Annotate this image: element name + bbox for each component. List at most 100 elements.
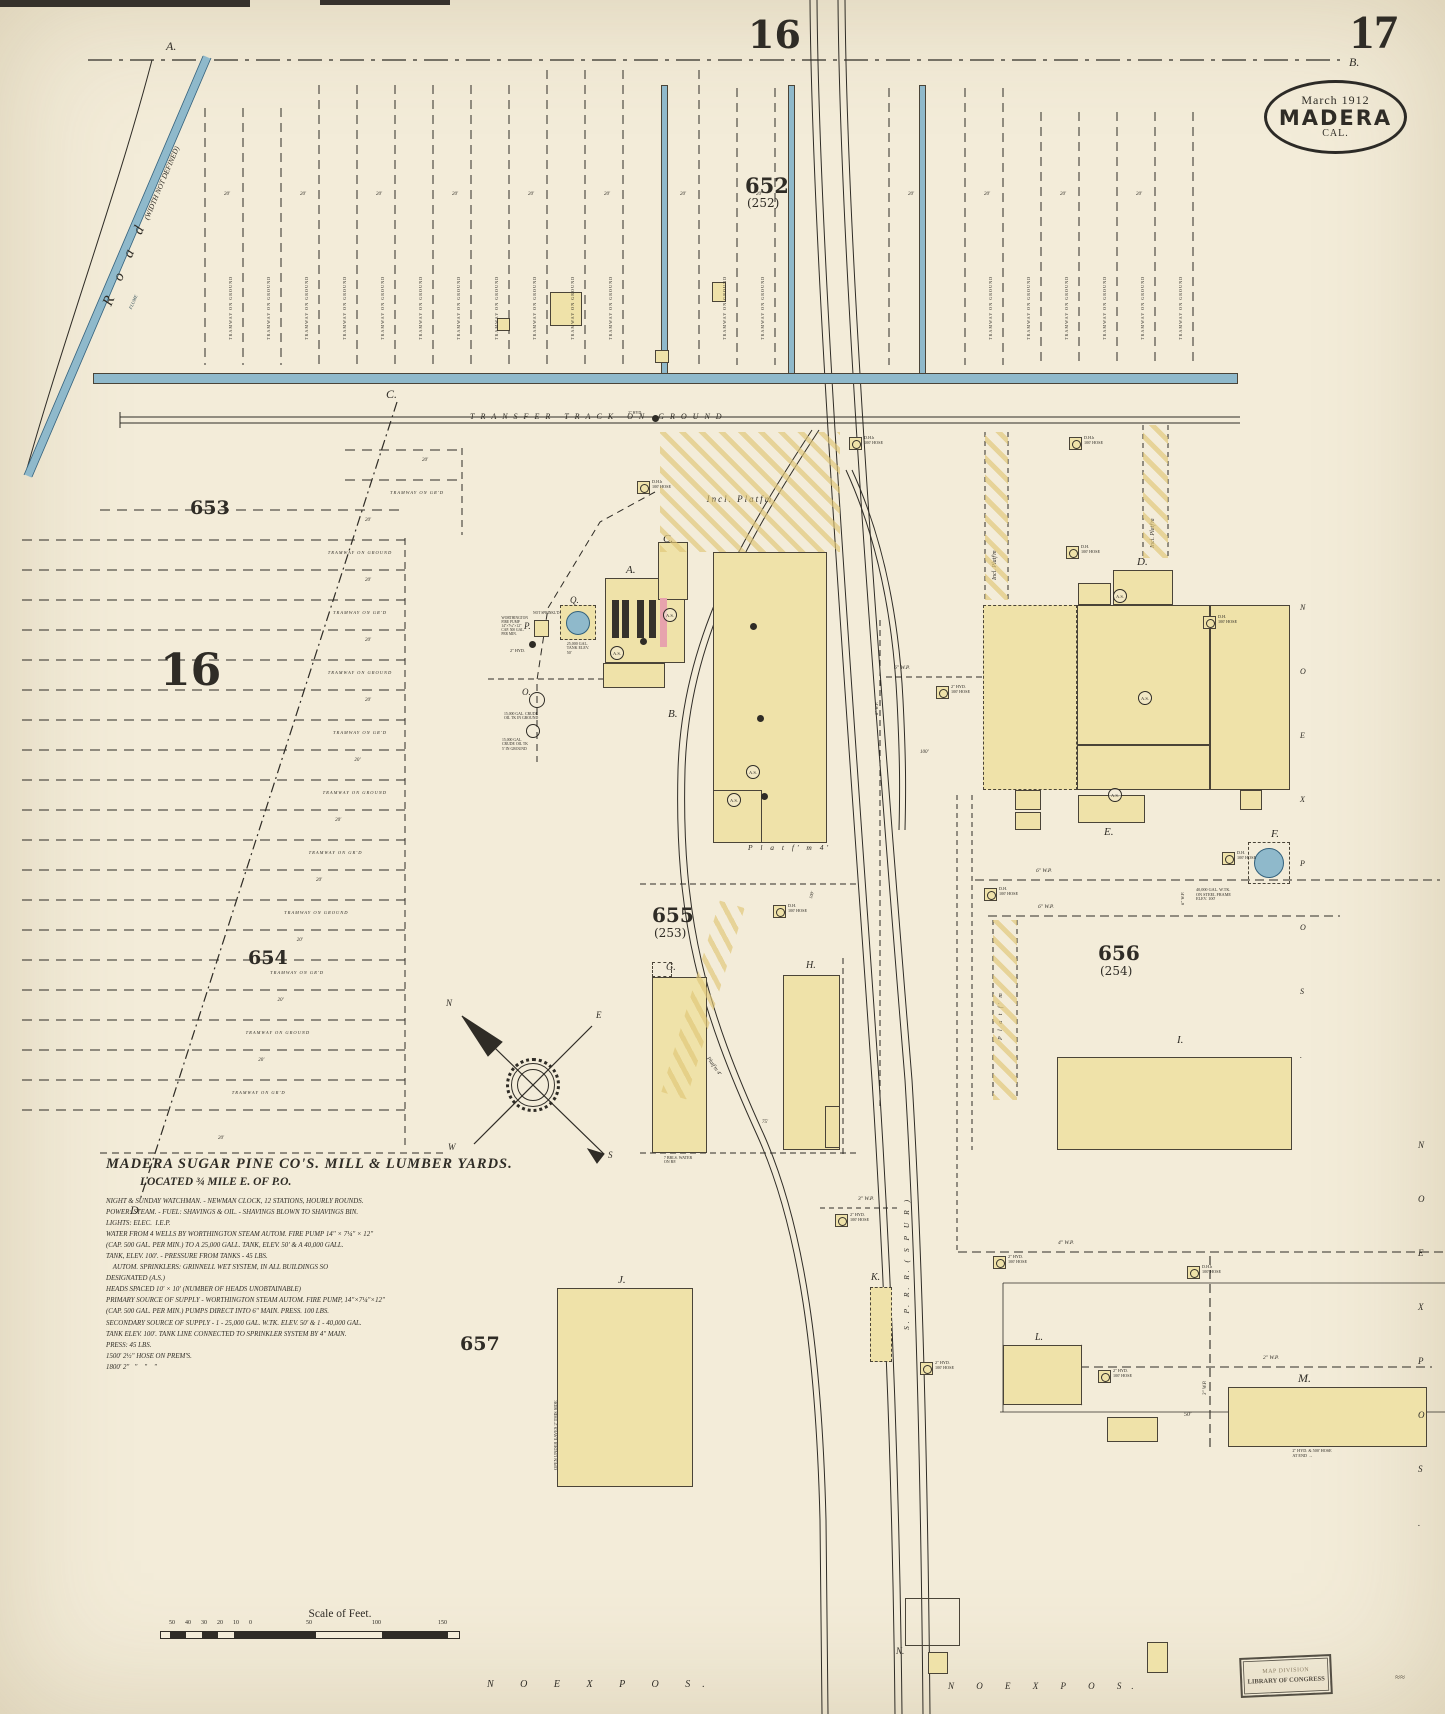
wp2-label: 2" W.P.	[1263, 1355, 1279, 1361]
hydrant-dot	[652, 415, 659, 422]
lumber-warehouse-i	[1057, 1057, 1292, 1150]
tramway-strip-label: TRAMWAY ON GROUND	[722, 275, 727, 340]
scale-sub-label: 0	[249, 1620, 252, 1626]
scan-edge-top-1	[0, 0, 250, 7]
oil-tank-1	[529, 692, 545, 708]
left-row-tick: 20'	[335, 818, 342, 823]
scale-segment	[234, 1632, 250, 1638]
left-row-label: TRAMWAY ON GR'D	[308, 850, 363, 855]
tank-f-platform	[1248, 842, 1290, 884]
left-row-label: TRAMWAY ON GROUND	[327, 550, 393, 555]
mach-window-4	[649, 600, 656, 638]
compass-n: N	[446, 998, 453, 1008]
left-row-label: TRAMWAY ON GR'D	[270, 970, 325, 975]
road-width-note: (WIDTH NOT DEFINED)	[142, 144, 182, 222]
top-strip-tick: 20'	[452, 192, 459, 197]
top-sheet-ref: 16	[748, 12, 801, 57]
lumber-shed-j	[557, 1288, 693, 1487]
compass-w: W	[448, 1142, 456, 1152]
shavings-bin	[603, 663, 665, 688]
notes-line: WATER FROM 4 WELLS BY WORTHINGTON STEAM …	[106, 1231, 374, 1239]
scale-segment	[202, 1632, 218, 1638]
corner-a: A.	[166, 39, 177, 53]
notes-line: TANK, ELEV. 100'. - PRESSURE FROM TANKS …	[106, 1253, 268, 1261]
platform-4-label: P l a t f' m 4'	[748, 843, 832, 852]
compass-tail	[586, 1148, 605, 1164]
sheet-number: 17	[1350, 6, 1398, 59]
hydrant-circle	[923, 1365, 932, 1374]
m-letter: M.	[1298, 1371, 1311, 1385]
notes-line: HEADS SPACED 10' × 10' (NUMBER OF HEADS …	[106, 1286, 301, 1294]
hydrant-circle	[640, 484, 649, 493]
hydrant-label: 2" HYD. 100' HOSE	[951, 684, 971, 694]
scale-segment	[218, 1632, 234, 1638]
hydrant-circle	[987, 891, 996, 900]
kiln-d-letter: D.	[1137, 556, 1148, 568]
hydrant-label: 2" HYD. 100' HOSE	[1008, 1254, 1028, 1264]
block-653: 653	[190, 497, 230, 519]
mach-window-3	[637, 600, 644, 638]
edge-letter: N	[1300, 603, 1306, 612]
hydrant-icon	[1187, 1266, 1200, 1279]
hay-barn	[1228, 1387, 1427, 1447]
sprinkler-as-marker: A.S.	[1113, 589, 1127, 603]
scale-segment	[250, 1632, 316, 1638]
hydrant-circle	[1101, 1373, 1110, 1382]
library-stamp: MAP DIVISION LIBRARY OF CONGRESS	[1239, 1654, 1333, 1698]
left-row-tick: 20'	[296, 938, 303, 943]
top-shed-3	[712, 282, 726, 302]
edge-letter: O	[1300, 923, 1306, 932]
wp4-label: 4" W.P.	[1058, 1240, 1074, 1246]
left-row-tick: 20'	[258, 1058, 265, 1063]
sprinkler-as-marker: A.S.	[663, 608, 677, 622]
transfer-track-label: TRANSFER TRACK ON GROUND	[470, 412, 728, 421]
road-label: R o a d	[100, 217, 151, 309]
top-strip-tick: 20'	[984, 192, 991, 197]
shed-n-3	[1147, 1642, 1168, 1673]
fan-room-d	[1078, 583, 1111, 605]
block-652-sub: (252)	[747, 196, 780, 210]
sprinkler-as-marker: A.S.	[610, 646, 624, 660]
hydrant-circle	[1225, 855, 1234, 864]
hydrant-icon	[773, 905, 786, 918]
scale-sub-label: 30	[201, 1620, 207, 1626]
wp3-vert-label: 3" W.P.	[1203, 1380, 1208, 1395]
notes-line: (CAP. 500 GAL. PER MIN.) TO A 25,000 GAL…	[106, 1242, 344, 1250]
tank-q-note: 25,000 GAL. TANK ELEV. 50'	[566, 641, 590, 655]
hydrant-label: 2" HYD. 100' HOSE	[850, 1212, 870, 1222]
notes-subtitle: LOCATED ¾ MILE E. OF P.O.	[140, 1176, 292, 1188]
publisher-oval-stamp: March 1912 MADERA CAL.	[1264, 80, 1407, 154]
compass-ring-teeth	[506, 1058, 560, 1112]
tramway-strip-label: TRAMWAY ON GROUND	[266, 275, 271, 340]
tank-f-note: 40,000 GAL. W.TK. ON STEEL FRAME ELEV. 1…	[1196, 887, 1231, 902]
notes-line: 1500' 2½" HOSE ON PREM'S.	[106, 1352, 192, 1360]
edge-letter: P	[1300, 859, 1305, 868]
h-letter: H.	[806, 960, 816, 971]
platform-strip-south	[993, 920, 1017, 1100]
sprr-label: S. P. R. R. ( S P U R )	[902, 1196, 911, 1330]
tank-f-letter: F.	[1271, 828, 1280, 840]
dist-75: 75'	[762, 1120, 769, 1125]
edge-letter: E	[1418, 1248, 1424, 1258]
kiln-small-1	[1015, 790, 1041, 810]
hydrant-dot	[761, 793, 768, 800]
left-row-label: TRAMWAY ON GROUND	[284, 910, 349, 915]
hydrant-icon	[637, 481, 650, 494]
notes-line: TANK ELEV. 100'. TANK LINE CONNECTED TO …	[106, 1330, 347, 1338]
edge-letter: E	[1300, 731, 1305, 740]
left-row-tick: 20'	[365, 698, 372, 703]
notes-line: NIGHT & SUNDAY WATCHMAN. - NEWMAN CLOCK,…	[106, 1198, 364, 1205]
tramway-strip-label: TRAMWAY ON GROUND	[342, 275, 347, 340]
edge-letter: O	[1418, 1194, 1425, 1204]
mach-shop-letter: A.	[626, 564, 636, 576]
compass-s: S	[608, 1150, 613, 1160]
hydrant-label: D.H.h 100' HOSE	[652, 479, 672, 489]
tramway-strip-label: TRAMWAY ON GROUND	[1102, 275, 1107, 340]
scale-sub-label: 50	[169, 1620, 175, 1626]
oil-tank-2	[526, 724, 540, 738]
edge-letter: O	[1418, 1410, 1425, 1420]
scale-segment	[316, 1632, 382, 1638]
tramway-strip-label: TRAMWAY ON GROUND	[228, 275, 233, 340]
scan-edge-top-2	[320, 0, 450, 5]
